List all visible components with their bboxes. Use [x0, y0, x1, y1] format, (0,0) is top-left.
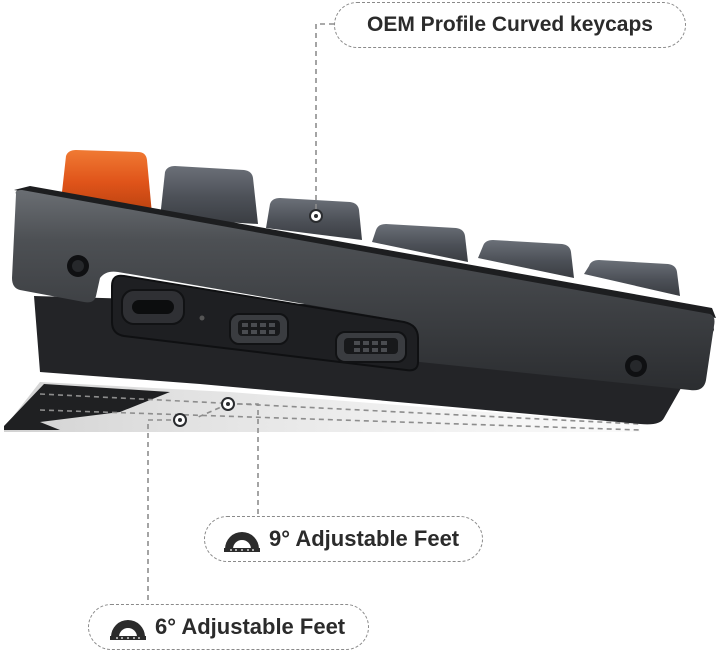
- led-indicator: [199, 315, 205, 321]
- feet-angle-lines: [39, 393, 641, 431]
- protractor-icon: [224, 532, 260, 552]
- mode-switch: [229, 313, 289, 345]
- callout-feet-6: 6° Adjustable Feet: [88, 604, 369, 650]
- callout-keycaps-label: OEM Profile Curved keycaps: [367, 13, 653, 36]
- callout-feet-9: 9° Adjustable Feet: [204, 516, 483, 562]
- callout-keycaps: OEM Profile Curved keycaps: [334, 2, 686, 48]
- keycap-1: [160, 166, 258, 224]
- keycap-5: [584, 260, 680, 296]
- protractor-icon: [110, 620, 146, 640]
- callout-feet-6-label: 6° Adjustable Feet: [155, 614, 346, 639]
- screws: [67, 255, 647, 377]
- keycap-4: [478, 240, 574, 278]
- os-switch: [335, 331, 407, 363]
- usb-c-port: [121, 289, 185, 325]
- callout-dots: [173, 209, 323, 427]
- callout-leaders: [147, 23, 334, 604]
- callout-feet-9-label: 9° Adjustable Feet: [269, 526, 460, 551]
- keycap-3: [372, 224, 468, 262]
- feet-shadow: [4, 382, 640, 432]
